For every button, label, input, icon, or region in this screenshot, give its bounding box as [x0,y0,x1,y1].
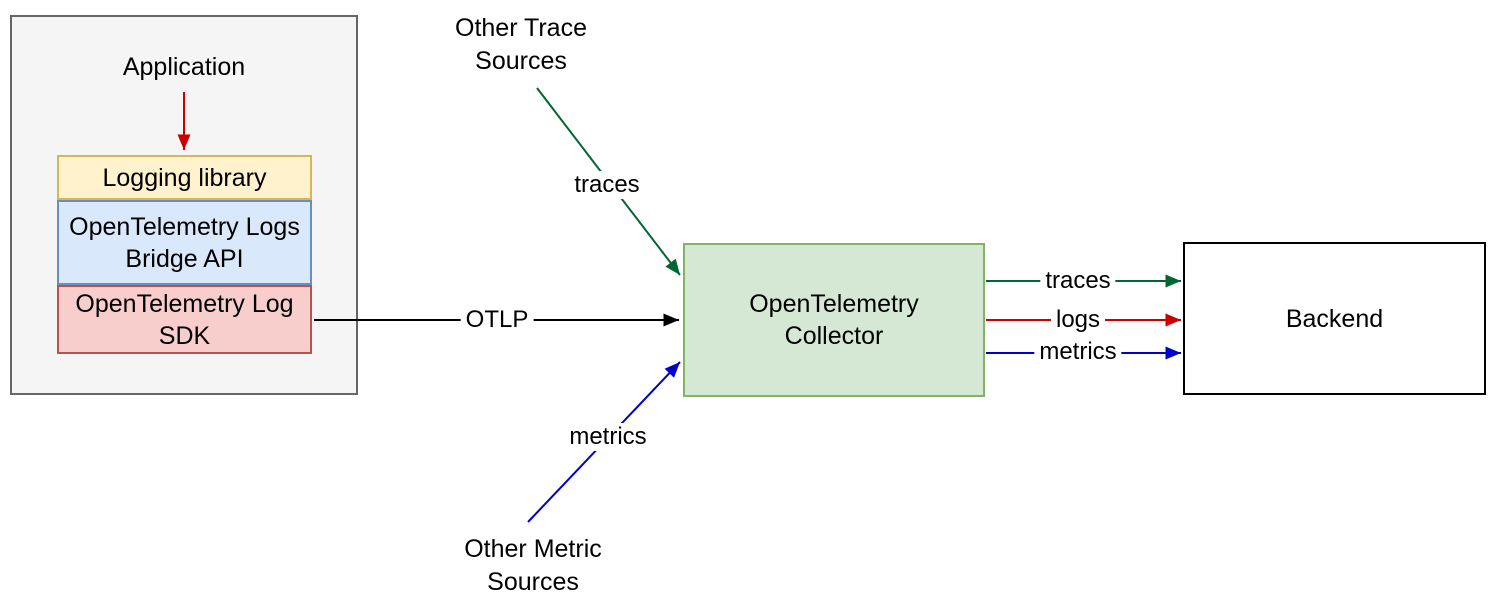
application-title: Application [122,53,246,81]
metrics-out-edge-label: metrics [1034,338,1122,366]
backend-label: Backend [1285,304,1384,333]
logs-out-edge-label: logs [1050,306,1106,334]
log-sdk-box: OpenTelemetry Log SDK [57,285,312,354]
logging-library-box: Logging library [57,155,312,200]
opentelemetry-collector-box: OpenTelemetry Collector [683,243,985,397]
backend-box: Backend [1183,242,1486,395]
opentelemetry-collector-label: OpenTelemetry Collector [749,290,919,350]
metrics-in-edge-label: metrics [564,423,652,451]
other-trace-sources-label: Other Trace Sources [455,14,587,75]
logs-bridge-api-label: OpenTelemetry Logs Bridge API [69,212,300,273]
other-metric-sources-label: Other Metric Sources [464,535,602,596]
log-sdk-label: OpenTelemetry Log SDK [75,289,294,350]
logging-library-label: Logging library [102,163,267,192]
otlp-edge-label: OTLP [460,306,534,334]
traces-in-edge-label: traces [569,171,645,199]
traces-out-edge-label: traces [1040,267,1116,295]
logs-bridge-api-box: OpenTelemetry Logs Bridge API [57,200,312,285]
